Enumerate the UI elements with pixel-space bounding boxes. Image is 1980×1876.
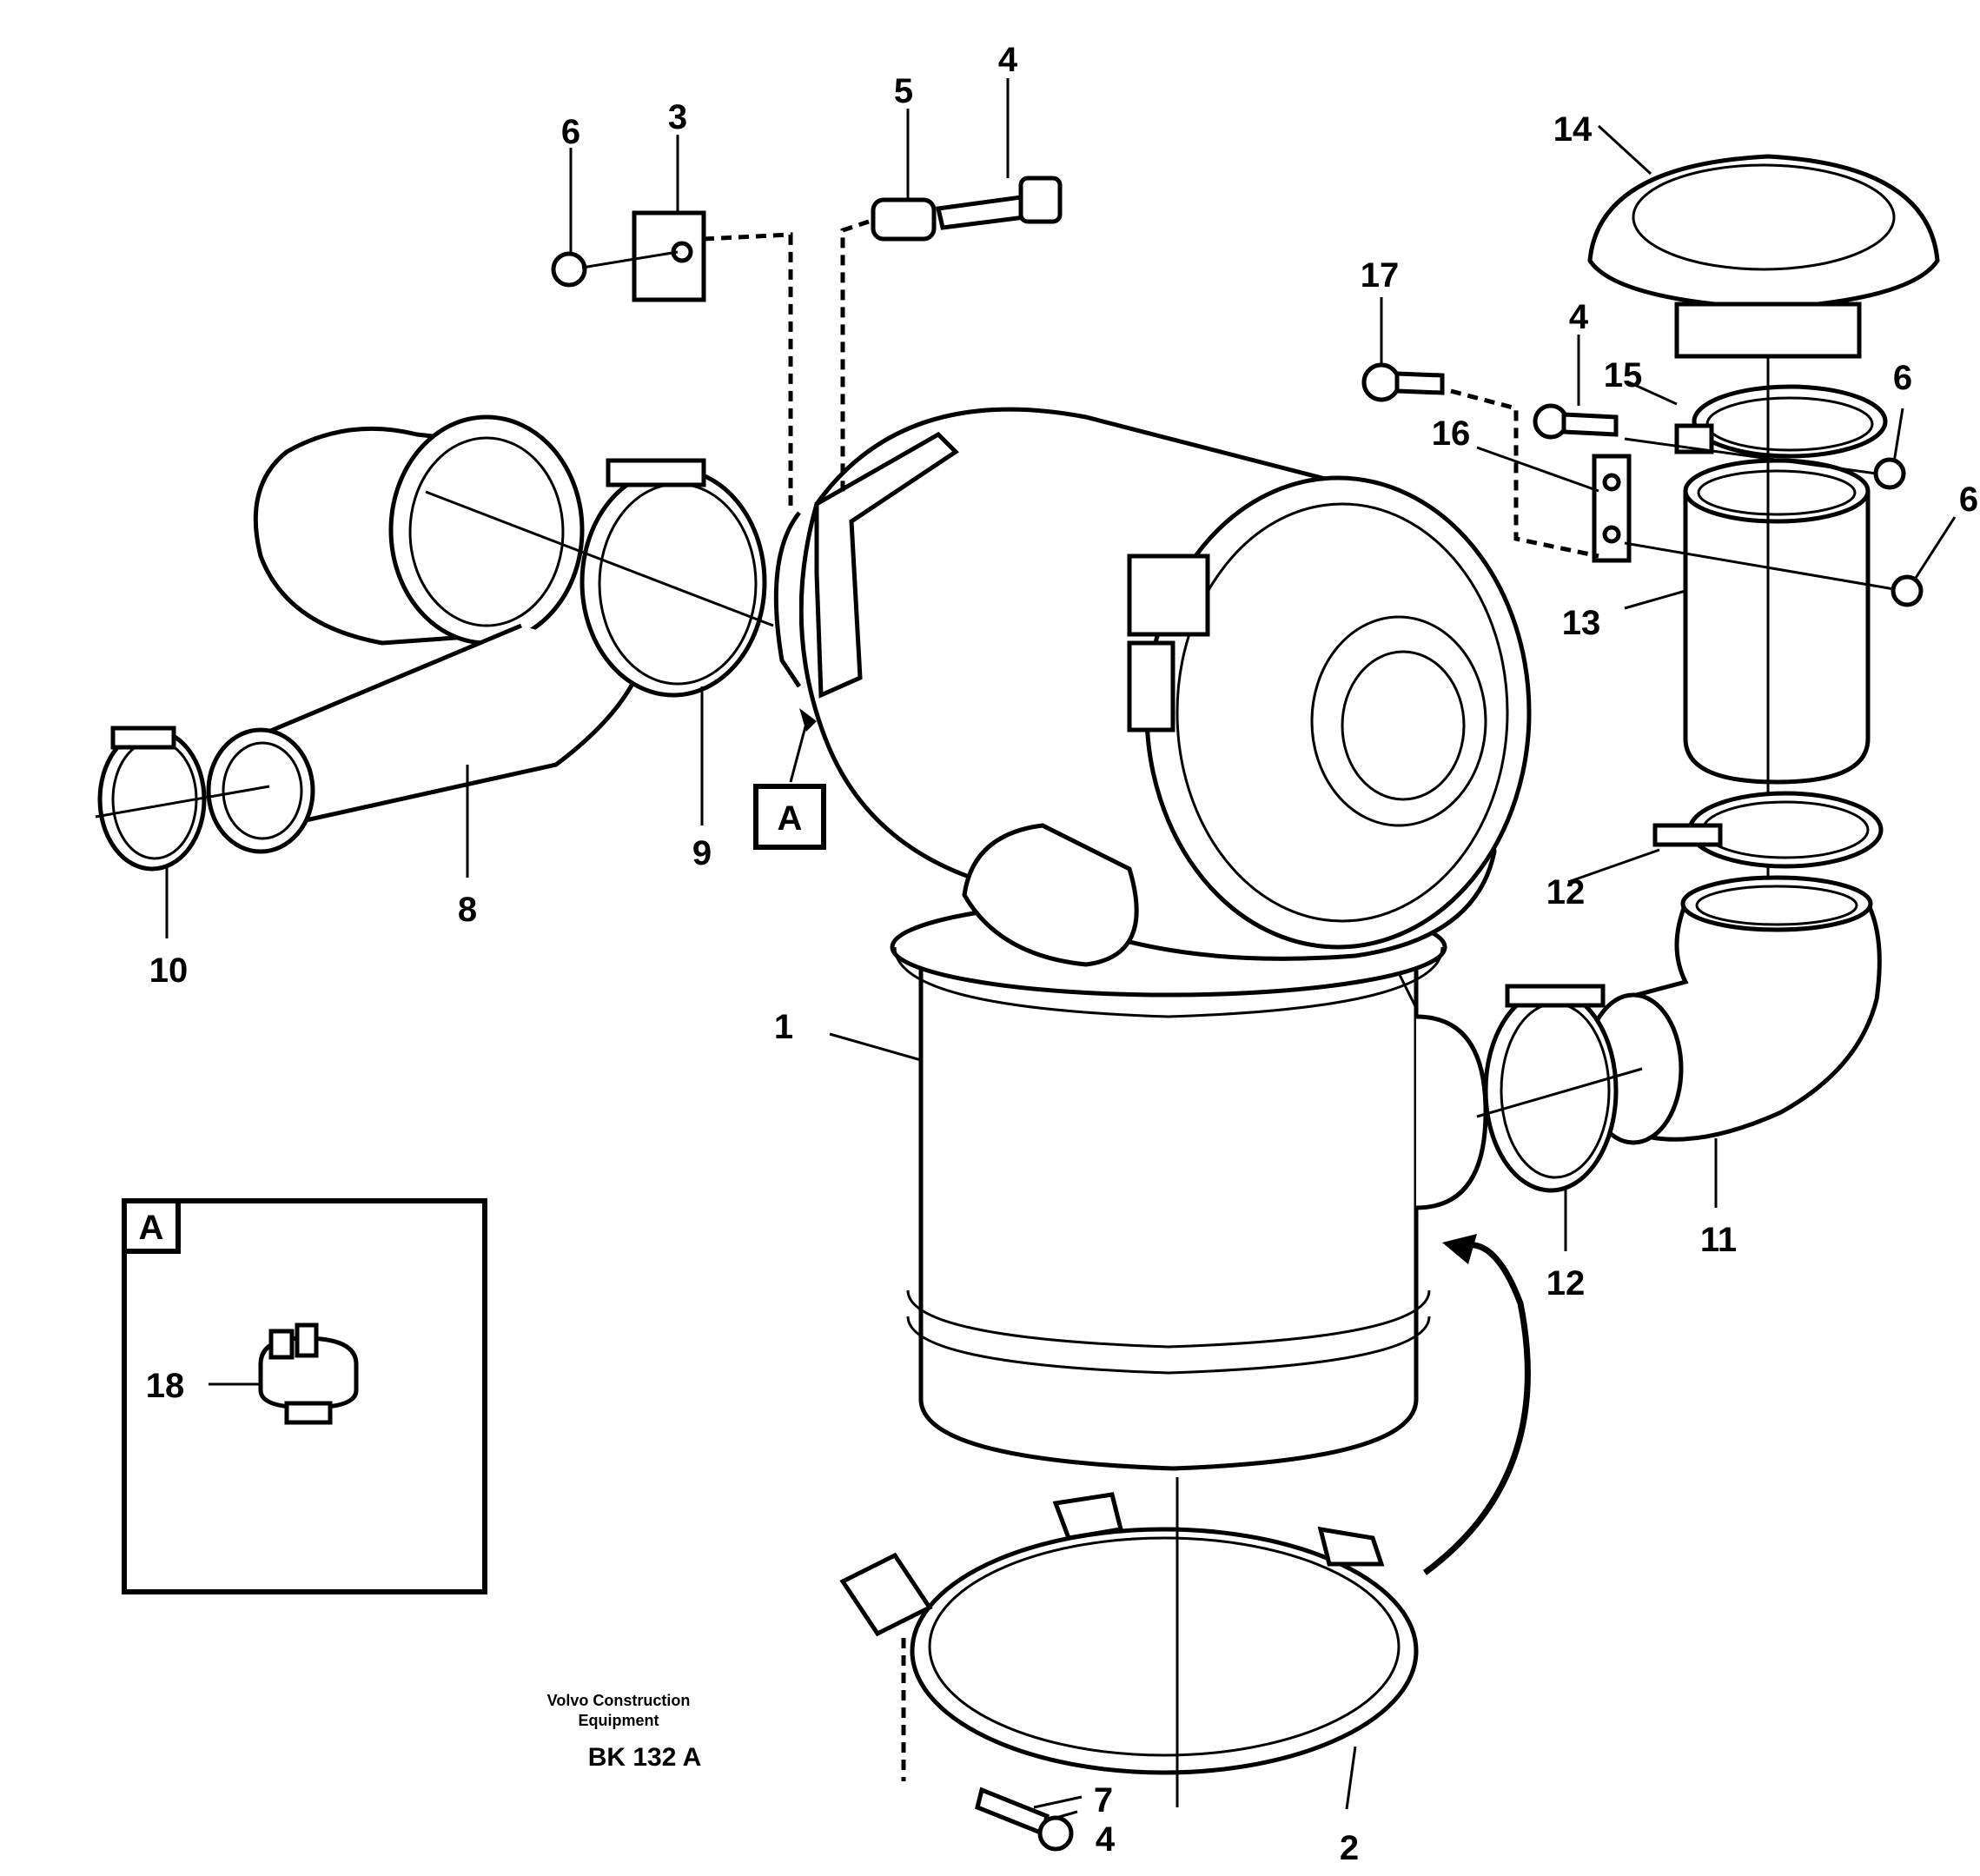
clamp-12-lower bbox=[1483, 984, 1619, 1193]
part-label: 9 bbox=[692, 834, 712, 872]
part-label: 3 bbox=[668, 98, 687, 136]
assembly-arrow bbox=[1422, 1242, 1531, 1575]
assembly-arrow-head bbox=[1442, 1234, 1477, 1264]
caption-company-line1: Volvo Construction bbox=[547, 1692, 691, 1709]
part-label: 4 bbox=[1096, 1820, 1116, 1859]
inset-marker-text: A bbox=[139, 1209, 164, 1247]
band-clamp bbox=[839, 1477, 1419, 1807]
intake-pipe bbox=[206, 414, 646, 854]
leader-lines bbox=[165, 78, 1957, 1822]
part-label: 12 bbox=[1546, 873, 1586, 911]
part-label: 16 bbox=[1432, 414, 1471, 453]
caption-code: BK 132 A bbox=[588, 1743, 702, 1772]
axis-line-3-6 bbox=[581, 250, 679, 269]
view-marker-text: A bbox=[778, 799, 803, 838]
elbow-hose-11 bbox=[1583, 875, 1882, 1145]
part-label: 6 bbox=[1893, 359, 1912, 397]
bottom-bolt bbox=[975, 1787, 1074, 1852]
part-label: 18 bbox=[146, 1367, 185, 1405]
rain-cap-14 bbox=[1587, 154, 1940, 359]
nut-6-top bbox=[551, 251, 587, 288]
part-label: 17 bbox=[1361, 256, 1400, 295]
part-label: 11 bbox=[1700, 1221, 1737, 1259]
part-label: 2 bbox=[1340, 1829, 1359, 1867]
caption-company-line2: Equipment bbox=[579, 1712, 659, 1729]
part-label: 1 bbox=[774, 1008, 793, 1046]
part-label: 4 bbox=[1569, 298, 1589, 336]
cyclone-housing bbox=[773, 407, 1532, 967]
hose-clamp-10 bbox=[97, 726, 207, 872]
inset-detail-a: A bbox=[122, 1198, 487, 1594]
bolt-4-top bbox=[935, 176, 1063, 230]
guide-5 bbox=[840, 219, 870, 495]
axis-line-12-11 bbox=[1476, 1067, 1643, 1118]
axis-line-10 bbox=[95, 785, 270, 819]
guide-3 bbox=[703, 232, 793, 513]
clamp-12-upper bbox=[1652, 791, 1884, 869]
pre-cleaner-tube-13 bbox=[1683, 458, 1871, 785]
part-label: 14 bbox=[1553, 110, 1593, 149]
part-label: 8 bbox=[458, 891, 477, 929]
spacer-5 bbox=[871, 197, 937, 242]
bracket-16 bbox=[1592, 454, 1632, 563]
part-label: 15 bbox=[1604, 356, 1643, 394]
part-label: 6 bbox=[561, 113, 580, 151]
part-label: 7 bbox=[1094, 1781, 1113, 1820]
nut-6-right-b bbox=[1891, 574, 1924, 607]
part-labels: 1 2 3 4 4 4 4 5 6 6 6 7 8 9 10 11 12 12 … bbox=[146, 41, 1978, 1867]
clamp-15 bbox=[1674, 384, 1888, 459]
view-marker-a: A bbox=[753, 708, 826, 850]
part-label: 13 bbox=[1562, 604, 1601, 642]
bolt-4-right bbox=[1533, 403, 1619, 440]
bolt-17 bbox=[1361, 362, 1445, 402]
filter-housing bbox=[890, 897, 1488, 1471]
hose-clamp-9 bbox=[579, 458, 767, 698]
axis-line-16-6 bbox=[1624, 541, 1895, 591]
part-label: 10 bbox=[149, 951, 189, 990]
part-label: 5 bbox=[894, 72, 913, 110]
axis-line-15-6 bbox=[1624, 437, 1877, 475]
part-label: 6 bbox=[1959, 481, 1978, 519]
diagram-caption: Volvo Construction Equipment BK 132 A bbox=[547, 1692, 702, 1772]
part-label: 12 bbox=[1546, 1264, 1586, 1303]
part-label: 4 bbox=[998, 41, 1018, 79]
axis-line-8-9 bbox=[425, 490, 774, 627]
nut-6-right-a bbox=[1873, 457, 1906, 490]
